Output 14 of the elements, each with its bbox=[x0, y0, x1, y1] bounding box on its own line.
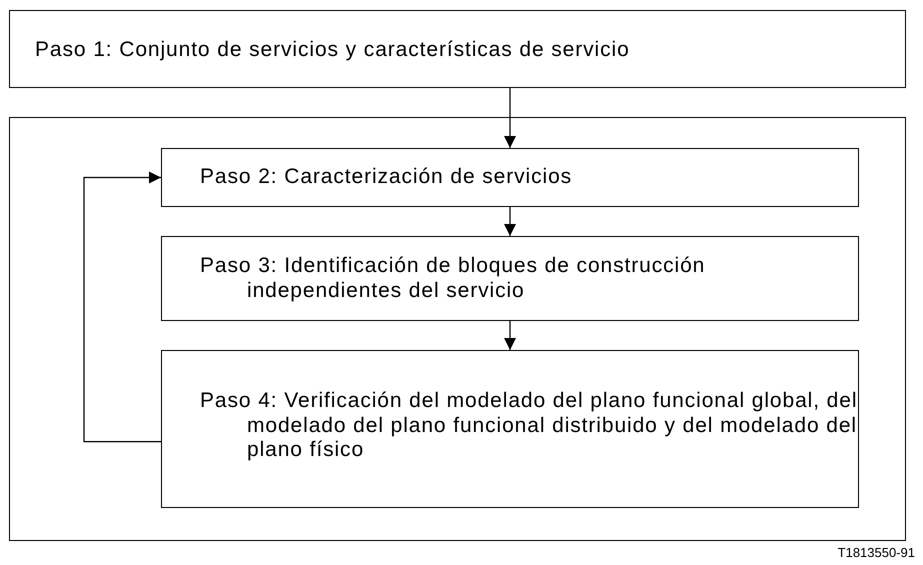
step-text: Paso 2: Caracterización de servicios bbox=[200, 165, 574, 190]
process-box bbox=[161, 350, 859, 508]
arrow bbox=[504, 88, 516, 148]
arrow bbox=[83, 172, 161, 442]
step-text: Paso 3: Identificación de bloques de construcción independientes del servicio bbox=[200, 254, 706, 303]
frame-box bbox=[9, 117, 906, 541]
step-text: Paso 4: Verificación del modelado del plano funcional global, del modelado del plano funcional distribuido y del modelado del plano físico bbox=[200, 389, 858, 462]
process-box bbox=[9, 10, 906, 88]
process-box bbox=[161, 236, 859, 321]
arrow bbox=[504, 207, 516, 236]
process-box bbox=[161, 148, 859, 207]
step-text: Paso 1: Conjunto de servicios y características de servicio bbox=[35, 38, 631, 62]
arrow bbox=[504, 321, 516, 350]
figure-code: T1813550-91 bbox=[838, 545, 915, 560]
